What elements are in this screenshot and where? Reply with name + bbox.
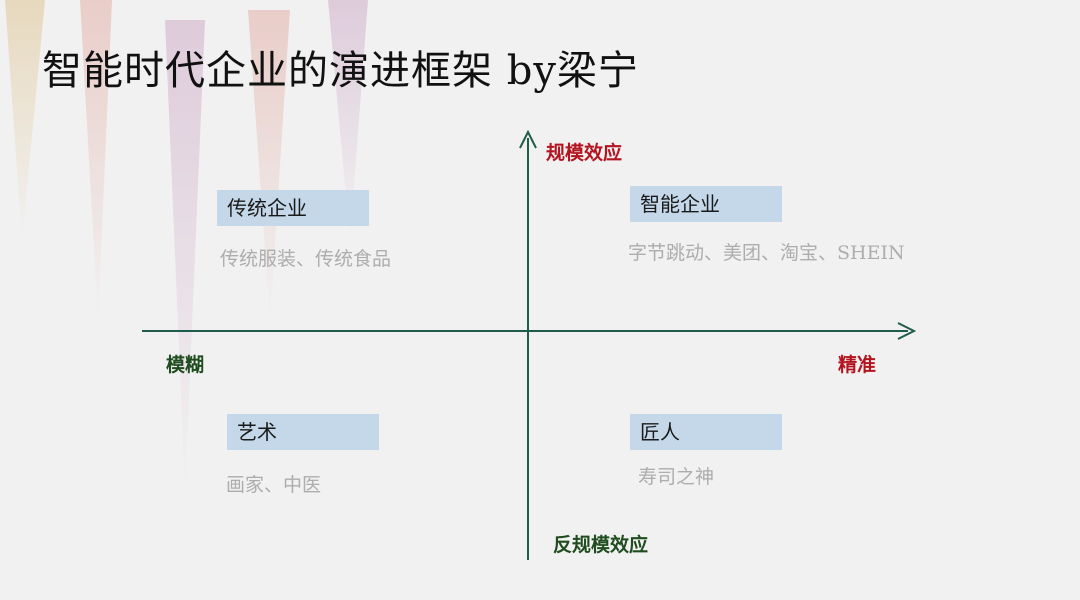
quadrant-bottom-left-box: 艺术 xyxy=(227,414,379,450)
axis-label-left: 模糊 xyxy=(166,354,205,376)
quadrant-top-right-box: 智能企业 xyxy=(630,186,782,222)
axis-label-right: 精准 xyxy=(838,354,877,376)
horizontal-axis-arrowhead xyxy=(897,322,917,340)
quadrant-top-left-box: 传统企业 xyxy=(217,190,369,226)
axis-label-top: 规模效应 xyxy=(546,142,623,164)
page-title: 智能时代企业的演进框架 by梁宁 xyxy=(42,48,639,94)
quadrant-bottom-right-box: 匠人 xyxy=(630,414,782,450)
quadrant-bottom-right-examples: 寿司之神 xyxy=(638,466,715,488)
axis-label-bottom: 反规模效应 xyxy=(553,534,649,556)
quadrant-bottom-left-examples: 画家、中医 xyxy=(226,474,322,496)
vertical-axis-arrowhead xyxy=(519,129,537,149)
quadrant-top-right-examples: 字节跳动、美团、淘宝、SHEIN xyxy=(628,242,905,264)
quadrant-top-left-examples: 传统服装、传统食品 xyxy=(220,248,392,270)
